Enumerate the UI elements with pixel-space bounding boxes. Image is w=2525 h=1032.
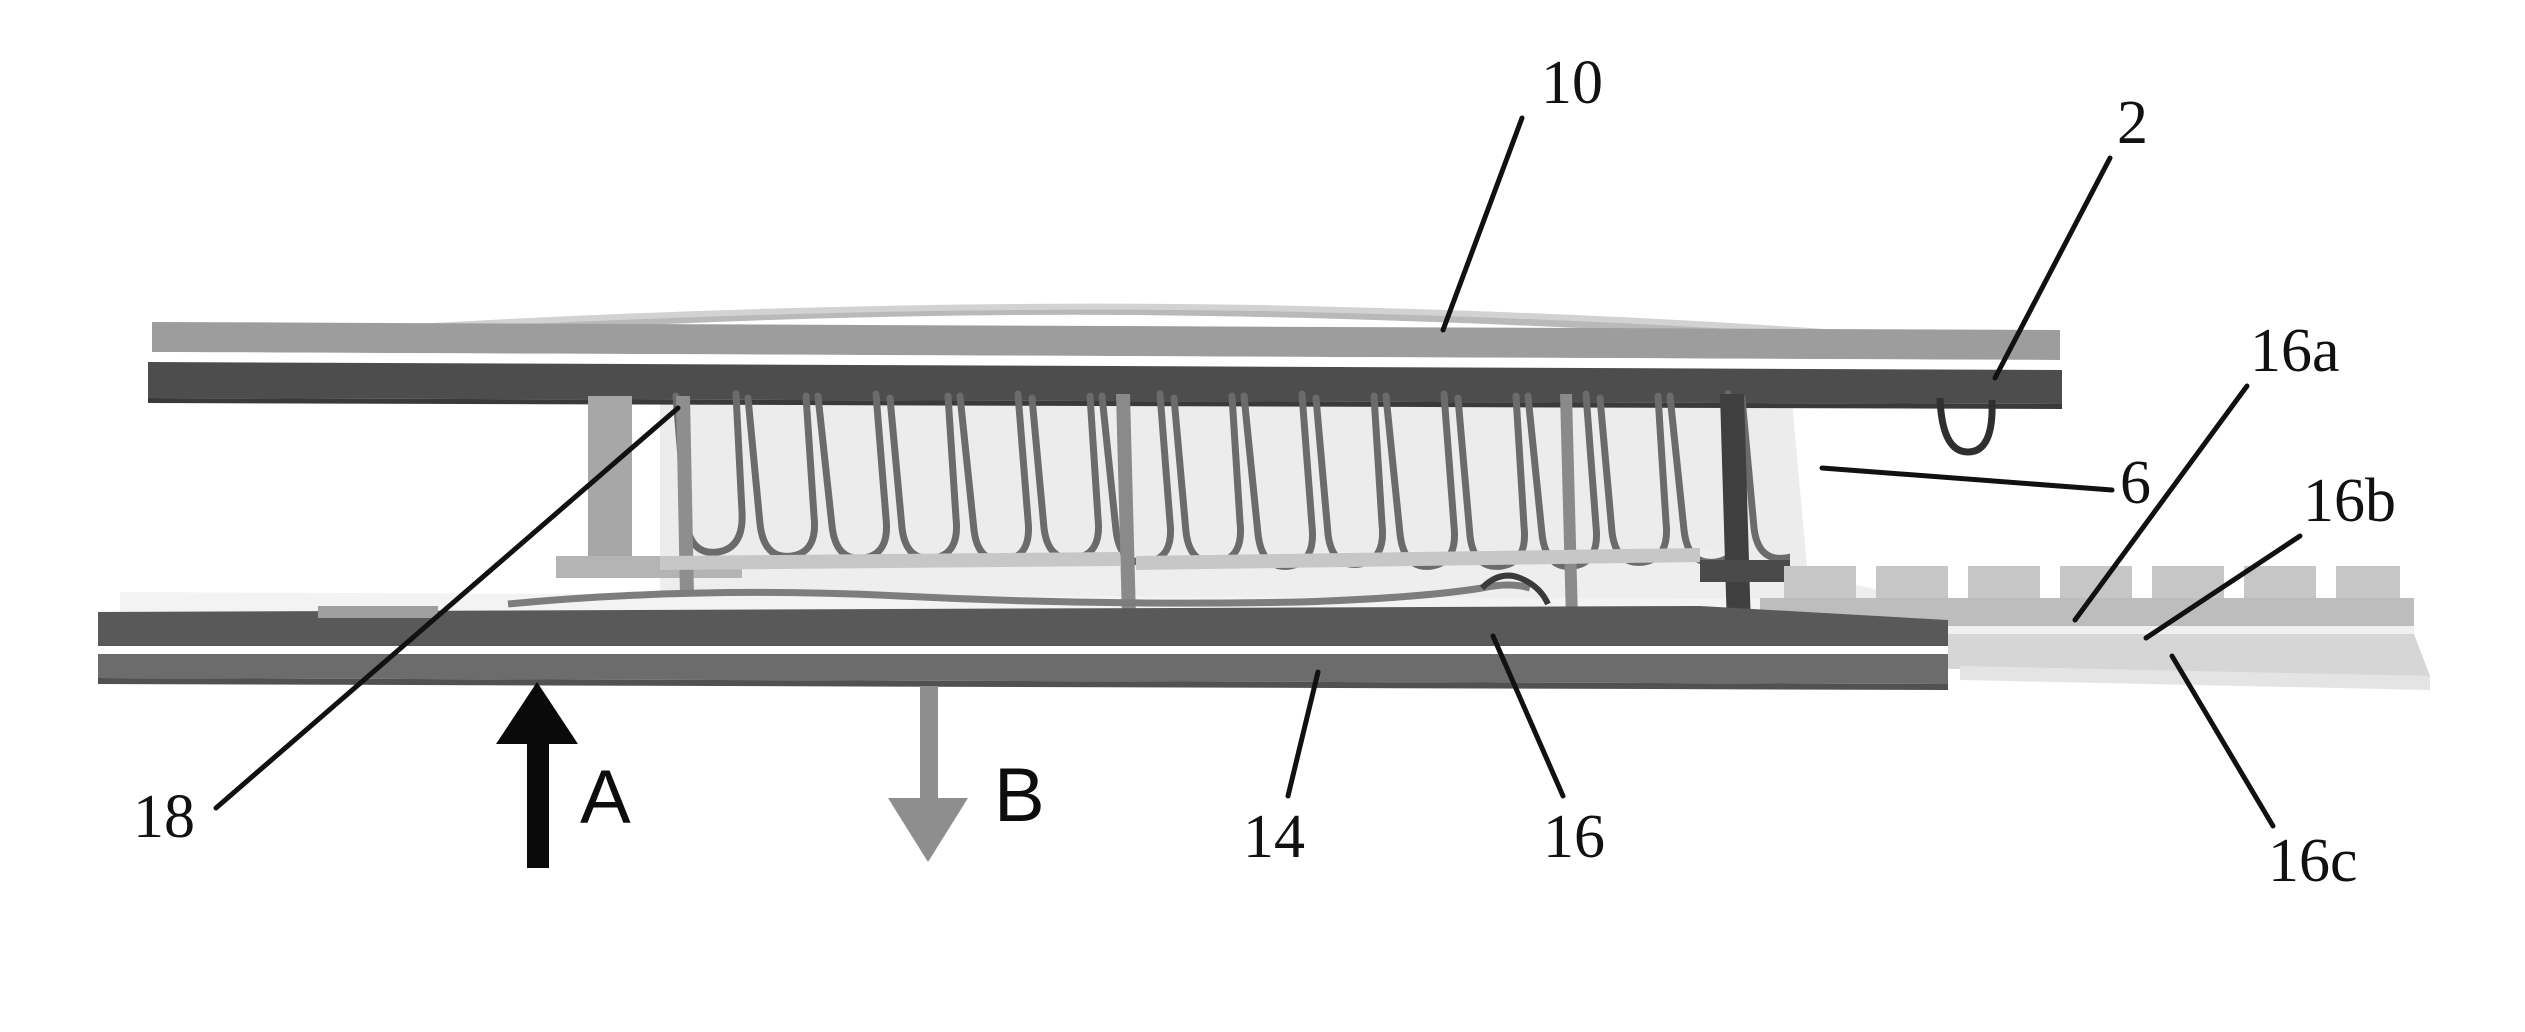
coil-loop [1454,392,1529,570]
ref-label-6: 6 [2120,449,2151,517]
leader-2 [1992,155,2113,381]
support-posts [556,394,1790,662]
coil-end-loop [1936,397,1996,456]
top-band-separator [152,352,2060,368]
support-post-left [588,396,632,562]
support-post-right [1720,394,1752,662]
bottom-lower-band-shadow [98,678,1948,690]
tooth [2244,566,2316,598]
ref-label-16a: 16a [2250,317,2340,385]
inner-sheet-right [1136,548,1700,570]
coil-loop [1738,394,1790,562]
ref-label-2: 2 [2117,89,2148,157]
bottom-band-patch [318,606,438,618]
top-outer-band [152,322,2060,360]
membrane-16-wave [507,581,1532,608]
inner-sheet [660,548,1700,570]
ref-label-16c: 16c [2268,827,2358,895]
arrow-a-shaft [527,726,549,868]
bottom-lower-band [98,654,1948,684]
leader-10 [1440,115,1525,333]
support-post-right-collar [1700,560,1790,582]
tooth [1876,566,1948,598]
ref-label-16b: 16b [2303,467,2396,535]
direction-label-b: B [994,753,1045,838]
coil-terminal-hook [1936,397,1996,456]
leader-18 [213,405,681,811]
bottom-layer-stack [98,606,1948,690]
tooth [1784,566,1856,598]
leader-lines [213,115,2303,829]
leader-16a [2072,383,2250,623]
leader-6 [1819,465,2115,493]
arrow-b-head [888,798,968,862]
tooth [1968,566,2040,598]
ref-label-14: 14 [1243,803,1305,871]
ref-label-10: 10 [1541,49,1603,117]
coil-loop [1812,394,1881,556]
bottom-band-separator [98,646,1948,654]
arrow-a-head [496,682,578,744]
leader-16c [2169,653,2276,829]
ref-label-18: 18 [133,783,195,851]
ref-label-16: 16 [1543,803,1605,871]
wedge-band-16c [1960,666,2430,690]
leader-14 [1285,669,1321,799]
direction-arrow-a [496,682,578,868]
direction-label-a: A [580,755,631,840]
bottom-upper-band [98,606,1948,646]
support-post-left-inner [676,396,694,596]
arrow-b-shaft [920,686,938,814]
coil-loop [1382,390,1459,570]
tooth [2336,566,2400,598]
support-post-middle [1116,394,1136,618]
leader-16b [2143,533,2303,641]
leader-16 [1490,633,1566,799]
membrane-16 [507,572,1551,608]
direction-arrow-b [888,686,968,862]
membrane-16-bump [1479,572,1551,606]
inner-sheet-left [660,552,1120,570]
core-region [120,380,1980,626]
